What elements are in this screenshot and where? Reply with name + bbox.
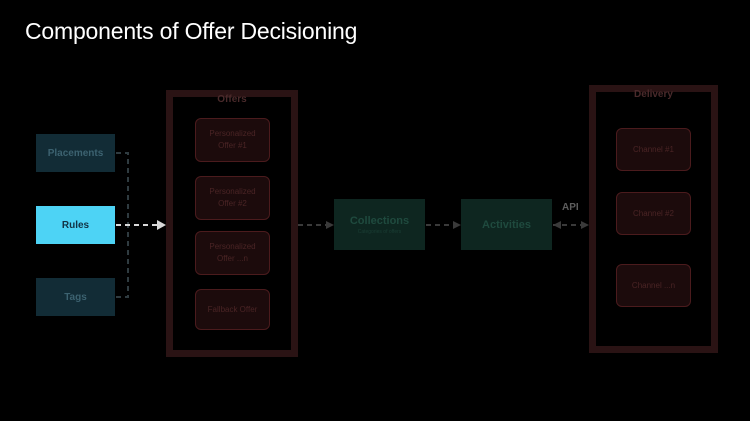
offer-item-n-line1: Personalized xyxy=(209,242,256,251)
placements-label: Placements xyxy=(47,147,104,159)
rules-arrowhead xyxy=(157,220,166,230)
collections-subtitle: Categories of offers xyxy=(357,228,402,235)
api-label: API xyxy=(562,202,579,213)
channel-item-1-label: Channel #1 xyxy=(633,144,674,154)
offer-item-1-line1: Personalized xyxy=(209,129,256,138)
channel-item-n-label: Channel ...n xyxy=(631,280,676,290)
channel-item-2[interactable]: Channel #2 xyxy=(616,192,691,235)
activities-title: Activities xyxy=(482,218,531,231)
delivery-title: Delivery xyxy=(634,88,673,100)
channel-item-2-label: Channel #2 xyxy=(633,208,674,218)
offer-item-1-line2: Offer #1 xyxy=(218,141,247,150)
delivery-arrowhead xyxy=(581,221,589,229)
collections-box[interactable]: Collections Categories of offers xyxy=(334,199,425,250)
slide-title: Components of Offer Decisioning xyxy=(25,18,358,44)
fallback-offer-label: Fallback Offer xyxy=(207,304,258,314)
placements-box[interactable]: Placements xyxy=(36,134,115,172)
channel-item-1[interactable]: Channel #1 xyxy=(616,128,691,171)
tags-box[interactable]: Tags xyxy=(36,278,115,316)
fallback-offer[interactable]: Fallback Offer xyxy=(195,289,270,330)
channel-item-n[interactable]: Channel ...n xyxy=(616,264,691,307)
rules-box[interactable]: Rules xyxy=(36,206,115,244)
placements-connector xyxy=(116,152,129,225)
rules-label: Rules xyxy=(61,219,90,231)
activities-box[interactable]: Activities xyxy=(461,199,552,250)
offer-item-2-line1: Personalized xyxy=(209,187,256,196)
offer-item-n-line2: Offer ...n xyxy=(217,254,248,263)
activities-arrowhead xyxy=(453,221,461,229)
collections-arrowhead xyxy=(326,221,334,229)
collections-title: Collections xyxy=(349,214,410,227)
offers-title: Offers xyxy=(217,93,247,105)
tags-label: Tags xyxy=(64,291,87,303)
api-back-arrowhead xyxy=(553,221,561,229)
tags-connector xyxy=(116,225,129,298)
offer-item-2-line2: Offer #2 xyxy=(218,199,247,208)
